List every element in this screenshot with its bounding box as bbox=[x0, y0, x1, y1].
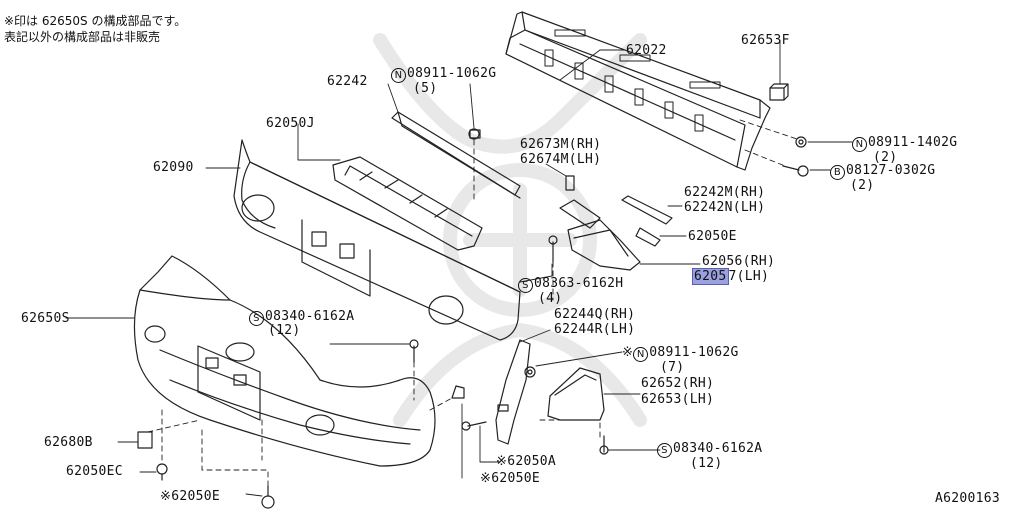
rivet-62050E-mid bbox=[451, 385, 465, 399]
highlight-part: 6205 bbox=[692, 268, 729, 285]
qty-4: (4) bbox=[538, 291, 563, 306]
part-suffix: 7(LH) bbox=[728, 269, 770, 284]
absorber-62050J bbox=[332, 156, 483, 251]
part-number: 08911-1062G bbox=[407, 66, 497, 81]
part-number: 08340-6162A bbox=[265, 309, 355, 324]
stay-62244 bbox=[495, 339, 531, 445]
fascia-62090 bbox=[233, 139, 521, 341]
nut-upper-62242 bbox=[468, 128, 480, 140]
qty-12a: (12) bbox=[268, 323, 301, 338]
dashed-alignment-lines bbox=[147, 119, 801, 487]
brace-62652 bbox=[547, 367, 605, 421]
kome-mark: ※ bbox=[480, 471, 492, 486]
part-number: 08363-6162H bbox=[534, 276, 624, 291]
screw-08340-bottom bbox=[599, 435, 609, 455]
diagram-id: A6200163 bbox=[935, 491, 1001, 506]
qty-5: (5) bbox=[413, 81, 438, 96]
label-62653F[interactable]: 62653F bbox=[741, 33, 790, 48]
reinforcement-62022 bbox=[505, 11, 771, 171]
screw-62050A bbox=[461, 421, 487, 431]
n-mark-icon: N bbox=[633, 347, 649, 362]
rivet-62050E-bottom bbox=[261, 485, 275, 509]
qty-12b: (12) bbox=[690, 456, 723, 471]
clip-62653F bbox=[769, 83, 789, 101]
bolt-08363 bbox=[548, 235, 558, 263]
watermark-emblem bbox=[373, 33, 647, 427]
part-number: 08911-1402G bbox=[868, 135, 958, 150]
label-62673M[interactable]: 62673M(RH) bbox=[520, 137, 602, 152]
screw-08340-top bbox=[409, 339, 419, 363]
label-62244Q[interactable]: 62244Q(RH) bbox=[554, 307, 636, 322]
qty-2b: (2) bbox=[850, 178, 875, 193]
qty-7: (7) bbox=[660, 360, 685, 375]
label-62244R[interactable]: 62244R(LH) bbox=[554, 322, 636, 337]
bumper-cover-62650S bbox=[133, 255, 436, 467]
label-62056[interactable]: 62056(RH) bbox=[702, 254, 776, 269]
label-62680B[interactable]: 62680B bbox=[44, 435, 93, 450]
part-number: 08340-6162A bbox=[673, 441, 763, 456]
label-62050A[interactable]: ※62050A bbox=[496, 455, 556, 469]
bolt-upper-right bbox=[782, 165, 809, 177]
nut-08911-mid bbox=[524, 366, 536, 378]
label-62650S[interactable]: 62650S bbox=[21, 311, 70, 326]
label-62653[interactable]: 62653(LH) bbox=[641, 392, 715, 407]
s-mark-icon: S bbox=[657, 443, 672, 458]
grommet-62050EC bbox=[156, 463, 168, 481]
note-line-1: ※印は 62650S の構成部品です。 bbox=[4, 14, 187, 28]
note-line-2: 表記以外の構成部品は非販売 bbox=[4, 30, 161, 44]
clip-62673M bbox=[565, 175, 575, 191]
part-number: 62050E bbox=[491, 471, 540, 486]
b-mark-icon: B bbox=[830, 165, 845, 180]
label-62050E-right[interactable]: 62050E bbox=[688, 229, 737, 244]
kome-mark: ※ bbox=[622, 345, 634, 360]
label-62050E-mid[interactable]: ※62050E bbox=[480, 472, 540, 486]
n-mark-icon: N bbox=[852, 137, 867, 152]
part-number: 62050E bbox=[171, 489, 220, 504]
label-62022[interactable]: 62022 bbox=[626, 43, 667, 58]
part-number: 08911-1062G bbox=[649, 345, 739, 360]
retainer-62050E-upper bbox=[635, 227, 661, 247]
label-62242N[interactable]: 62242N(LH) bbox=[684, 200, 766, 215]
label-62674M[interactable]: 62674M(LH) bbox=[520, 152, 602, 167]
part-number: 08127-0302G bbox=[846, 163, 936, 178]
part-number: 62050A bbox=[507, 454, 556, 469]
label-62090[interactable]: 62090 bbox=[153, 160, 194, 175]
bracket-62056 bbox=[567, 219, 641, 271]
label-62242[interactable]: 62242 bbox=[327, 74, 368, 89]
label-62050EC[interactable]: 62050EC bbox=[66, 464, 123, 479]
label-62652[interactable]: 62652(RH) bbox=[641, 376, 715, 391]
nut-upper-right bbox=[795, 136, 807, 148]
s-mark-icon: S bbox=[249, 311, 264, 326]
leader-lines bbox=[65, 39, 853, 497]
label-62050E-bottom[interactable]: ※62050E bbox=[160, 490, 220, 504]
qty-2a: (2) bbox=[873, 150, 898, 165]
label-62242M[interactable]: 62242M(RH) bbox=[684, 185, 766, 200]
s-mark-icon: S bbox=[518, 278, 533, 293]
bracket-62673-mount bbox=[559, 199, 601, 229]
kome-mark: ※ bbox=[496, 454, 508, 469]
bracket-62242M bbox=[621, 195, 673, 225]
n-mark-icon: N bbox=[391, 68, 406, 83]
clip-62680B bbox=[137, 431, 153, 449]
label-62050J[interactable]: 62050J bbox=[266, 116, 315, 131]
kome-mark: ※ bbox=[160, 489, 172, 504]
